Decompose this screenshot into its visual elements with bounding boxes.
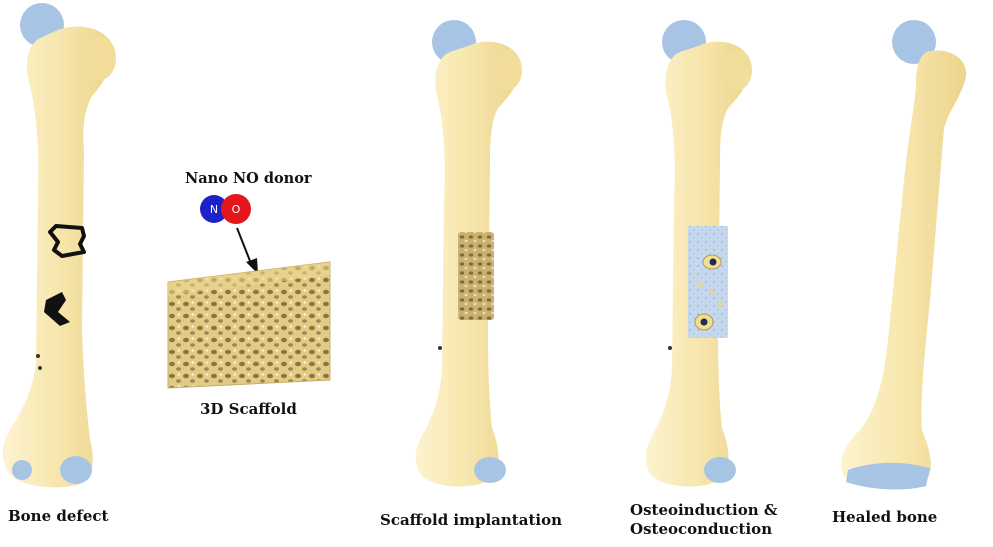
osteo-label: Osteoinduction & Osteoconduction (630, 501, 777, 539)
osteo-femur (645, 20, 752, 487)
condyle-cartilage (60, 456, 92, 484)
implanted-scaffold (458, 232, 494, 320)
femur-body (841, 50, 967, 485)
atom-n-label: N (210, 203, 218, 216)
scaffold-label: 3D Scaffold (200, 400, 297, 418)
healed-femur (841, 20, 967, 490)
healed-bone-label: Healed bone (832, 508, 938, 526)
arrow-head (246, 258, 258, 274)
femur-body (2, 26, 114, 488)
scaffold-block (167, 261, 331, 389)
condyle-cartilage (12, 460, 32, 480)
regenerating-zone (688, 226, 728, 338)
no-donor-molecule: N O (200, 194, 258, 274)
oxygen-atom (221, 194, 251, 224)
condyle-cartilage (846, 462, 930, 490)
osteoconduction-label: Osteoconduction (630, 519, 773, 538)
scaffold-3d (167, 261, 331, 389)
arrow-line (236, 227, 253, 267)
implantation-femur (415, 20, 522, 487)
bone-defect-label: Bone defect (8, 507, 109, 525)
greater-trochanter (84, 36, 116, 80)
bone-defect-femur (2, 3, 116, 488)
atom-o-label: O (232, 203, 241, 216)
scaffold-implantation-label: Scaffold implantation (380, 511, 562, 529)
osteoinduction-label: Osteoinduction & (630, 501, 778, 519)
fracture-line (44, 292, 70, 326)
nano-no-donor-label: Nano NO donor (185, 170, 312, 187)
fracture-line (48, 224, 86, 258)
nitrogen-atom (200, 195, 228, 223)
condyle-cartilage (474, 457, 506, 483)
condyle-cartilage (704, 457, 736, 483)
